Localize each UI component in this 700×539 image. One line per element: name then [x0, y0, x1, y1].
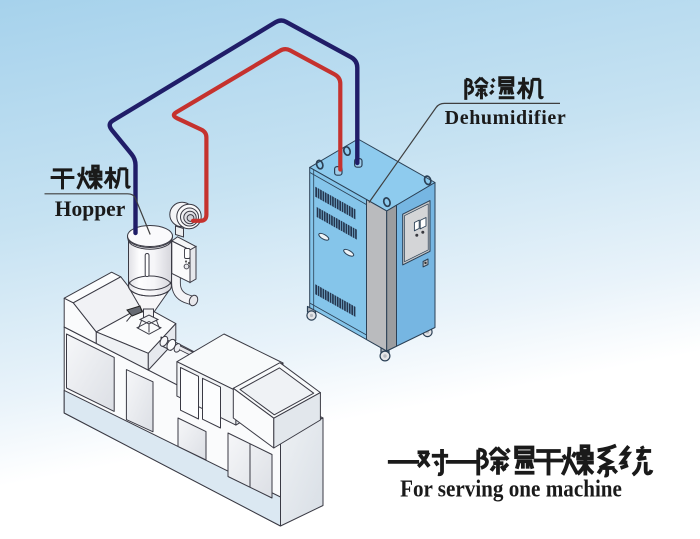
svg-text:Hopper: Hopper [55, 197, 126, 221]
svg-text:Dehumidifier: Dehumidifier [445, 107, 567, 129]
svg-text:For serving one machine: For serving one machine [400, 475, 622, 502]
